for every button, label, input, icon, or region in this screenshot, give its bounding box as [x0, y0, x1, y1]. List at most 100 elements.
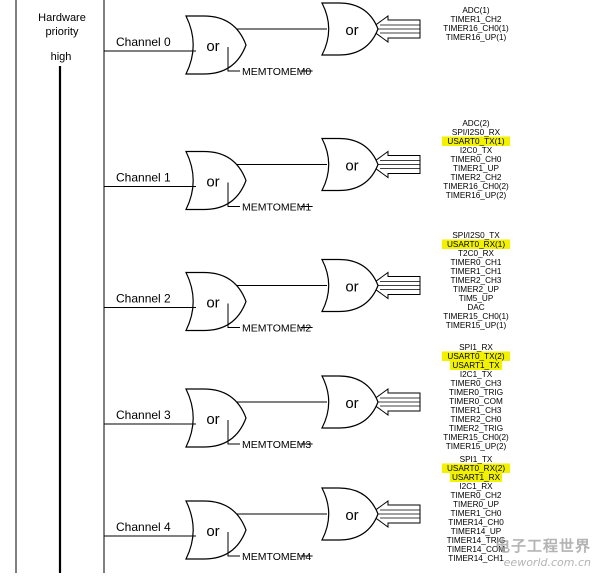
channel-2-request-or-label: or	[345, 279, 358, 296]
channel-2-request-highlight	[441, 239, 511, 249]
priority-level-label: high	[51, 51, 72, 63]
channel-1-request-label: I2C0_TX	[460, 146, 493, 155]
channel-3-request-label: USART1_TX	[452, 361, 500, 370]
channel-3-request-label: TIMER15_UP(2)	[446, 442, 507, 451]
channel-3-request-label: TIMER1_CH3	[451, 406, 502, 415]
channel-2-request-label: TIM5_UP	[459, 294, 494, 303]
channel-1-request-label: SPI/I2S0_RX	[452, 128, 501, 137]
channel-1-request-label: TIMER2_CH2	[451, 173, 502, 182]
channel-4-request-or-gate	[321, 487, 379, 541]
watermark-logo: 电子工程世界 eeworld.com.cn	[495, 535, 591, 569]
channel-4-request-label: TIMER14_CH0	[448, 518, 504, 527]
channel-4-memtomem-label: MEMTOMEM4	[242, 551, 311, 563]
header-line2: priority	[45, 26, 79, 38]
channel-4-mem-connector	[227, 532, 240, 557]
channel-1-request-label: TIMER1_UP	[453, 164, 499, 173]
channel-2-request-label: TIMER2_CH3	[451, 276, 502, 285]
channel-3-request-label: TIMER15_CH0(2)	[443, 433, 509, 442]
channel-2-name-label: Channel 2	[116, 292, 171, 306]
channel-1-request-or-gate	[321, 137, 379, 192]
channel-3-name-label: Channel 3	[116, 408, 171, 422]
channel-2-channel-or-label: or	[206, 295, 219, 312]
channel-1-channel-or-gate	[185, 150, 247, 211]
channel-4-request-label: TIMER0_UP	[453, 500, 499, 509]
channel-0-request-label: TIMER16_UP(1)	[446, 33, 507, 42]
channel-1-name-label: Channel 1	[116, 171, 171, 185]
channel-4-request-label: TIMER14_UP	[451, 527, 502, 536]
channel-1-mem-connector	[227, 182, 240, 207]
channel-2-request-label: T2C0_RX	[458, 249, 494, 258]
channel-4-request-label: USART1_RX	[452, 473, 501, 482]
channel-4-channel-or-label: or	[206, 523, 219, 540]
channel-1-request-label: ADC(2)	[462, 119, 490, 128]
channel-3-request-label: TIMER2_TRIG	[449, 424, 503, 433]
priority-frame: Hardware priority high	[15, 0, 105, 573]
channel-3-request-or-label: or	[345, 395, 358, 412]
channel-0-request-label: TIMER1_CH2	[451, 15, 502, 24]
channel-4-request-label: SPI1_TX	[460, 455, 493, 464]
channel-4-request-label: USART0_RX(2)	[447, 464, 505, 473]
channel-1-memtomem-label: MEMTOMEM1	[242, 202, 311, 214]
channel-1-request-label: USART0_TX(1)	[447, 137, 504, 146]
channel-0-channel-or-gate	[185, 15, 247, 75]
channel-3-request-label: USART0_TX(2)	[447, 352, 504, 361]
channel-3-channel-or-label: or	[206, 411, 219, 428]
header-line1: Hardware	[38, 12, 86, 24]
channel-2-channel-or-gate	[185, 271, 247, 332]
channel-3-request-label: I2C1_TX	[460, 370, 493, 379]
channel-3-request-label: TIMER0_CH3	[451, 379, 502, 388]
channel-0-request-or-label: or	[345, 22, 358, 39]
channel-3-request-label: TIMER0_TRIG	[449, 388, 503, 397]
channel-4-request-label: TIMER0_CH2	[451, 491, 502, 500]
channel-2-request-label: TIMER1_CH1	[451, 267, 502, 276]
channel-2-request-label: TIMER15_UP(1)	[446, 321, 507, 330]
channel-2-request-label: TIMER0_CH1	[451, 258, 502, 267]
channel-4-channel-or-gate	[185, 500, 247, 560]
channel-0-request-label: TIMER16_CH0(1)	[443, 24, 509, 33]
channel-2-request-label: USART0_RX(1)	[447, 240, 505, 249]
channel-3-channel-or-gate	[185, 388, 247, 448]
channel-4-request-label: TIMER14_COM	[447, 545, 505, 554]
channel-3-request-label: SPI1_RX	[459, 343, 493, 352]
channel-4-request-highlight	[441, 463, 511, 473]
watermark-bottom: eeworld.com.cn	[503, 556, 591, 569]
channel-4-name-label: Channel 4	[116, 520, 171, 534]
channel-3-request-label: TIMER0_COM	[449, 397, 503, 406]
channel-0-group: ADC(1)TIMER1_CH2TIMER16_CH0(1)TIMER16_UP…	[104, 2, 509, 78]
channel-2-group: SPI/I2S0_TXUSART0_RX(1)T2C0_RXTIMER0_CH1…	[104, 231, 511, 335]
channel-3-group: SPI1_RXUSART0_TX(2)USART1_TXI2C1_TXTIMER…	[104, 343, 511, 451]
channel-4-group: SPI1_TXUSART0_RX(2)USART1_RXI2C1_RXTIMER…	[104, 455, 511, 563]
watermark-top: 电子工程世界	[494, 537, 591, 555]
channel-3-request-highlight	[441, 351, 511, 361]
channel-3-mem-connector	[227, 420, 240, 445]
channels-layer: ADC(1)TIMER1_CH2TIMER16_CH0(1)TIMER16_UP…	[104, 2, 511, 563]
channel-2-request-label: TIMER2_UP	[453, 285, 499, 294]
channel-4-request-label: TIMER14_TRIG	[447, 536, 506, 545]
channel-3-request-or-gate	[321, 375, 379, 429]
channel-1-channel-or-label: or	[206, 174, 219, 191]
channel-0-name-label: Channel 0	[116, 35, 171, 49]
channel-0-mem-connector	[227, 47, 240, 72]
channel-2-mem-connector	[227, 303, 240, 328]
channel-0-request-or-gate	[321, 2, 379, 56]
channel-2-request-label: TIMER15_CH0(1)	[443, 312, 509, 321]
channel-3-request-highlight	[449, 360, 503, 370]
channel-1-request-label: TIMER16_UP(2)	[446, 191, 507, 200]
channel-4-request-label: TIMER14_CH1	[448, 554, 504, 563]
channel-2-memtomem-label: MEMTOMEM2	[242, 323, 311, 335]
channel-4-request-label: I2C1_RX	[459, 482, 493, 491]
channel-4-request-or-label: or	[345, 507, 358, 524]
channel-4-request-label: TIMER1_CH0	[451, 509, 502, 518]
channel-2-request-label: SPI/I2S0_TX	[452, 231, 500, 240]
channel-0-request-label: ADC(1)	[462, 6, 490, 15]
channel-1-request-label: TIMER16_CH0(2)	[443, 182, 509, 191]
channel-3-memtomem-label: MEMTOMEM3	[242, 439, 311, 451]
channel-2-request-label: DAC	[467, 303, 484, 312]
channel-3-request-label: TIMER2_CH0	[451, 415, 502, 424]
channel-0-memtomem-label: MEMTOMEM0	[242, 66, 311, 78]
channel-1-request-or-label: or	[345, 158, 358, 175]
channel-4-request-highlight	[449, 472, 503, 482]
